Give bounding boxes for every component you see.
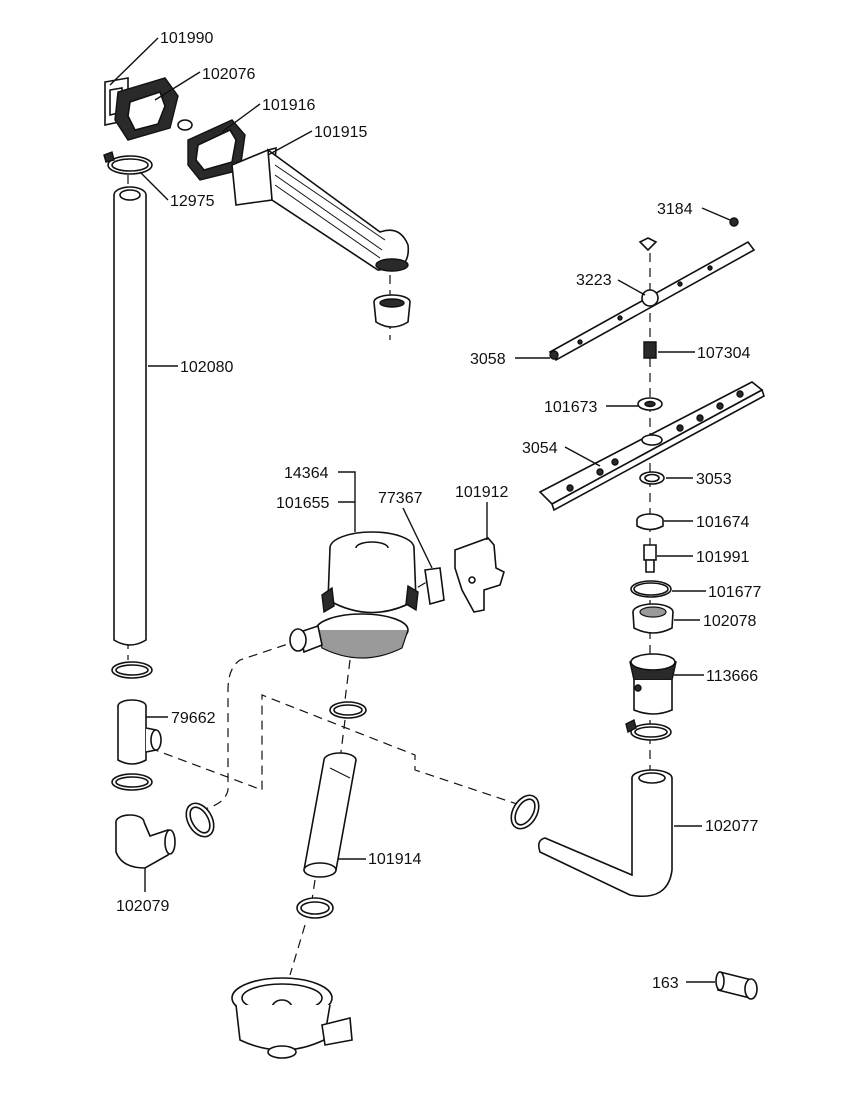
part-113666-fitting: [629, 653, 677, 715]
part-101674-ring: [636, 513, 664, 531]
part-tube-nut: [373, 294, 411, 328]
part-102076-housing: [114, 77, 179, 141]
part-clamp-101914-upper: [329, 701, 367, 719]
callout-3053: 3053: [696, 471, 732, 488]
part-102078-nut: [632, 603, 674, 634]
callout-101914: 101914: [368, 851, 421, 868]
part-clamp-102077: [625, 718, 672, 741]
callout-101912: 101912: [455, 484, 508, 501]
part-102077-drain-hose: [538, 769, 673, 897]
part-12975-clamp: [103, 151, 153, 175]
part-102080-long-tube: [113, 186, 147, 646]
callout-3184: 3184: [657, 201, 693, 218]
part-sump: [231, 977, 353, 1059]
part-3053-washer: [639, 471, 665, 485]
callout-12975: 12975: [170, 193, 215, 210]
callout-101990: 101990: [160, 30, 213, 47]
part-clamp-elbow: [185, 802, 215, 838]
callout-79662: 79662: [171, 710, 216, 727]
callout-102077: 102077: [705, 818, 758, 835]
part-107304-nut: [643, 341, 657, 359]
callout-101916: 101916: [262, 97, 315, 114]
part-101677-oring: [630, 580, 672, 598]
callout-14364: 14364: [284, 465, 329, 482]
part-101914-hose: [303, 752, 357, 878]
part-101916-gasket: [187, 119, 246, 181]
callout-102078: 102078: [703, 613, 756, 630]
part-101912-bracket: [454, 537, 505, 613]
callout-labels: 101990 102076 101916 101915 12975 102080…: [116, 30, 761, 992]
part-163-cap: [715, 971, 758, 1000]
callout-3223: 3223: [576, 272, 612, 289]
part-clamp-upper-tee: [111, 661, 153, 679]
callout-107304: 107304: [697, 345, 750, 362]
callout-101655: 101655: [276, 495, 329, 512]
callout-101991: 101991: [696, 549, 749, 566]
callout-77367: 77367: [378, 490, 423, 507]
callout-101677: 101677: [708, 584, 761, 601]
callout-102080: 102080: [180, 359, 233, 376]
part-101991-stem: [643, 544, 657, 573]
part-3054-lower-spray-arm: [538, 381, 765, 512]
part-oring-small: [177, 119, 193, 131]
part-clamp-101914-lower: [296, 897, 334, 919]
part-upper-spray-arm: [548, 217, 756, 362]
part-77367-plate: [424, 567, 445, 606]
callout-102076: 102076: [202, 66, 255, 83]
part-clamp-drain-end: [510, 794, 540, 830]
callout-163: 163: [652, 975, 679, 992]
leader-lines: [109, 37, 731, 983]
part-clamp-lower-tee: [111, 773, 153, 791]
callout-101915: 101915: [314, 124, 367, 141]
part-pump-motor: [289, 531, 419, 659]
part-79662-tee: [117, 699, 162, 765]
callout-3054: 3054: [522, 440, 558, 457]
part-101915-supply-tube: [231, 146, 410, 272]
callout-101673: 101673: [544, 399, 597, 416]
part-102079-elbow: [115, 814, 176, 869]
callout-102079: 102079: [116, 898, 169, 915]
callout-101674: 101674: [696, 514, 749, 531]
callout-113666: 113666: [706, 668, 758, 685]
part-101673-washer: [637, 397, 663, 411]
callout-3058: 3058: [470, 351, 506, 368]
